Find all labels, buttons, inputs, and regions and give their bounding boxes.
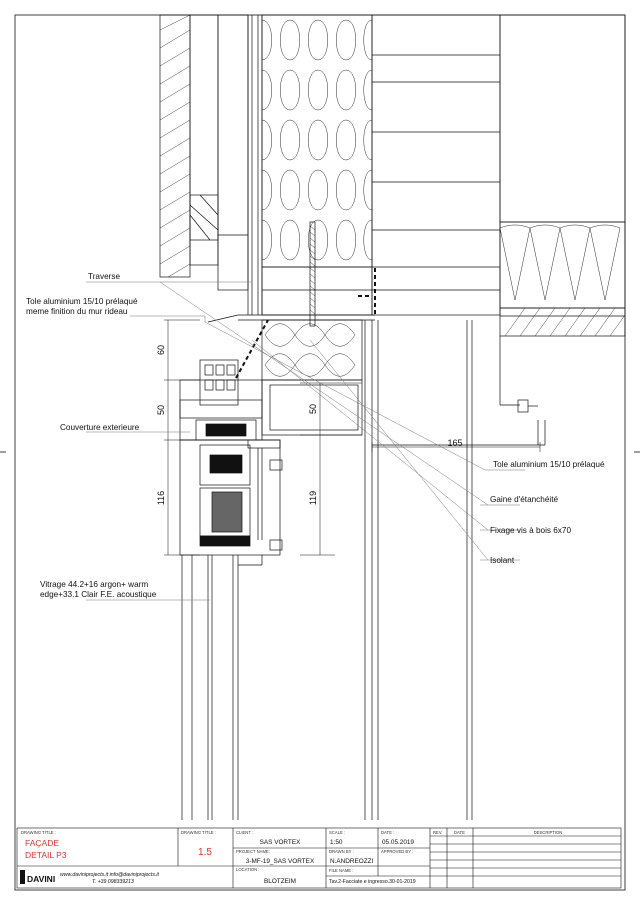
description-header: DESCRIPTION	[534, 830, 563, 835]
approved-by-label: APPROVED BY :	[381, 849, 413, 854]
dim-116: 116	[156, 491, 166, 505]
vertical-structure	[247, 15, 263, 315]
window-frame-profile	[179, 359, 283, 556]
project-value: 3-MF-19_SAS VORTEX	[246, 858, 315, 865]
drawn-by-label: DRAWN BY :	[329, 849, 354, 854]
client-value: SAS VORTEX	[260, 839, 301, 846]
drawing-title-line2: DETAIL P3	[25, 850, 67, 860]
davini-logo: DAVINI	[20, 870, 55, 884]
dim-165: 165	[447, 438, 462, 448]
logo-wordmark: DAVINI	[27, 874, 55, 884]
label-tole-line2: meme finition du mur rideau	[26, 307, 128, 316]
label-vitrage-line1: Vitrage 44.2+16 argon+ warm	[40, 580, 148, 589]
location-label: LOCATION :	[236, 867, 259, 872]
scale-value: 1:50	[330, 839, 343, 846]
label-isolant: Isolant	[490, 556, 515, 565]
scale-label: SCALE :	[329, 830, 345, 835]
leader-lines	[86, 281, 525, 601]
insulation-column	[261, 14, 373, 316]
fixing-bracket	[372, 399, 546, 446]
dim-50-left: 50	[156, 405, 166, 415]
label-tole-right: Tole aluminium 15/10 prélaqué	[493, 460, 605, 469]
upper-wall-hatched	[159, 14, 249, 291]
client-label: CLIENT :	[236, 830, 253, 835]
rev-date-header: DATE	[454, 830, 465, 835]
dim-60: 60	[156, 345, 166, 355]
drawn-by-value: N.ANDREOZZI	[330, 858, 374, 865]
title-block: DRAWING TITLE : FAÇADE DETAIL P3 DRAWING…	[16, 827, 622, 889]
label-tole-line1: Tole aluminium 15/10 prélaqué	[26, 297, 138, 306]
facade-section-detail	[86, 14, 626, 820]
drawing-title-label: DRAWING TITLE :	[21, 830, 56, 835]
sealing-membrane	[235, 268, 376, 379]
web-contact: www.daviniprojects.it info@daviniproject…	[60, 872, 160, 878]
far-right-wall	[499, 14, 626, 337]
date-value: 05.05.2019	[382, 839, 414, 846]
file-name-label: FILE NAME :	[329, 868, 353, 873]
drawing-number-label: DRAWING TITLE :	[181, 830, 216, 835]
drawing-title-line1: FAÇADE	[25, 838, 59, 848]
phone-contact: T. +39 098339213	[92, 879, 134, 885]
dim-50-mid: 50	[308, 404, 318, 414]
lower-vertical-posts	[364, 320, 520, 820]
rev-header: REV.	[433, 830, 442, 835]
annotations: Traverse Tole aluminium 15/10 prélaqué m…	[26, 272, 605, 599]
dimension-lines	[164, 319, 541, 556]
label-vitrage-line2: edge+33.1 Clair F.E. acoustique	[40, 590, 157, 599]
label-traverse: Traverse	[88, 272, 120, 281]
right-masonry-block	[371, 14, 501, 316]
dim-119: 119	[308, 491, 318, 505]
date-label: DATE :	[381, 830, 394, 835]
label-gaine: Gaine d'étanchéité	[490, 495, 558, 504]
project-label: PROJECT NAME:	[236, 849, 270, 854]
drawing-number: 1.5	[198, 847, 212, 858]
label-couverture: Couverture exterieure	[60, 423, 140, 432]
dimension-labels: 60 50 116 50 119 165	[156, 345, 463, 505]
file-name-value: Tav.2-Facciate e ingresso.30-01-2019	[329, 879, 416, 885]
location-value: BLOTZEIM	[264, 878, 296, 885]
label-fixage: Fixage vis à bois 6x70	[490, 526, 571, 535]
glazing-unit	[181, 555, 263, 820]
wood-screw	[309, 221, 316, 327]
